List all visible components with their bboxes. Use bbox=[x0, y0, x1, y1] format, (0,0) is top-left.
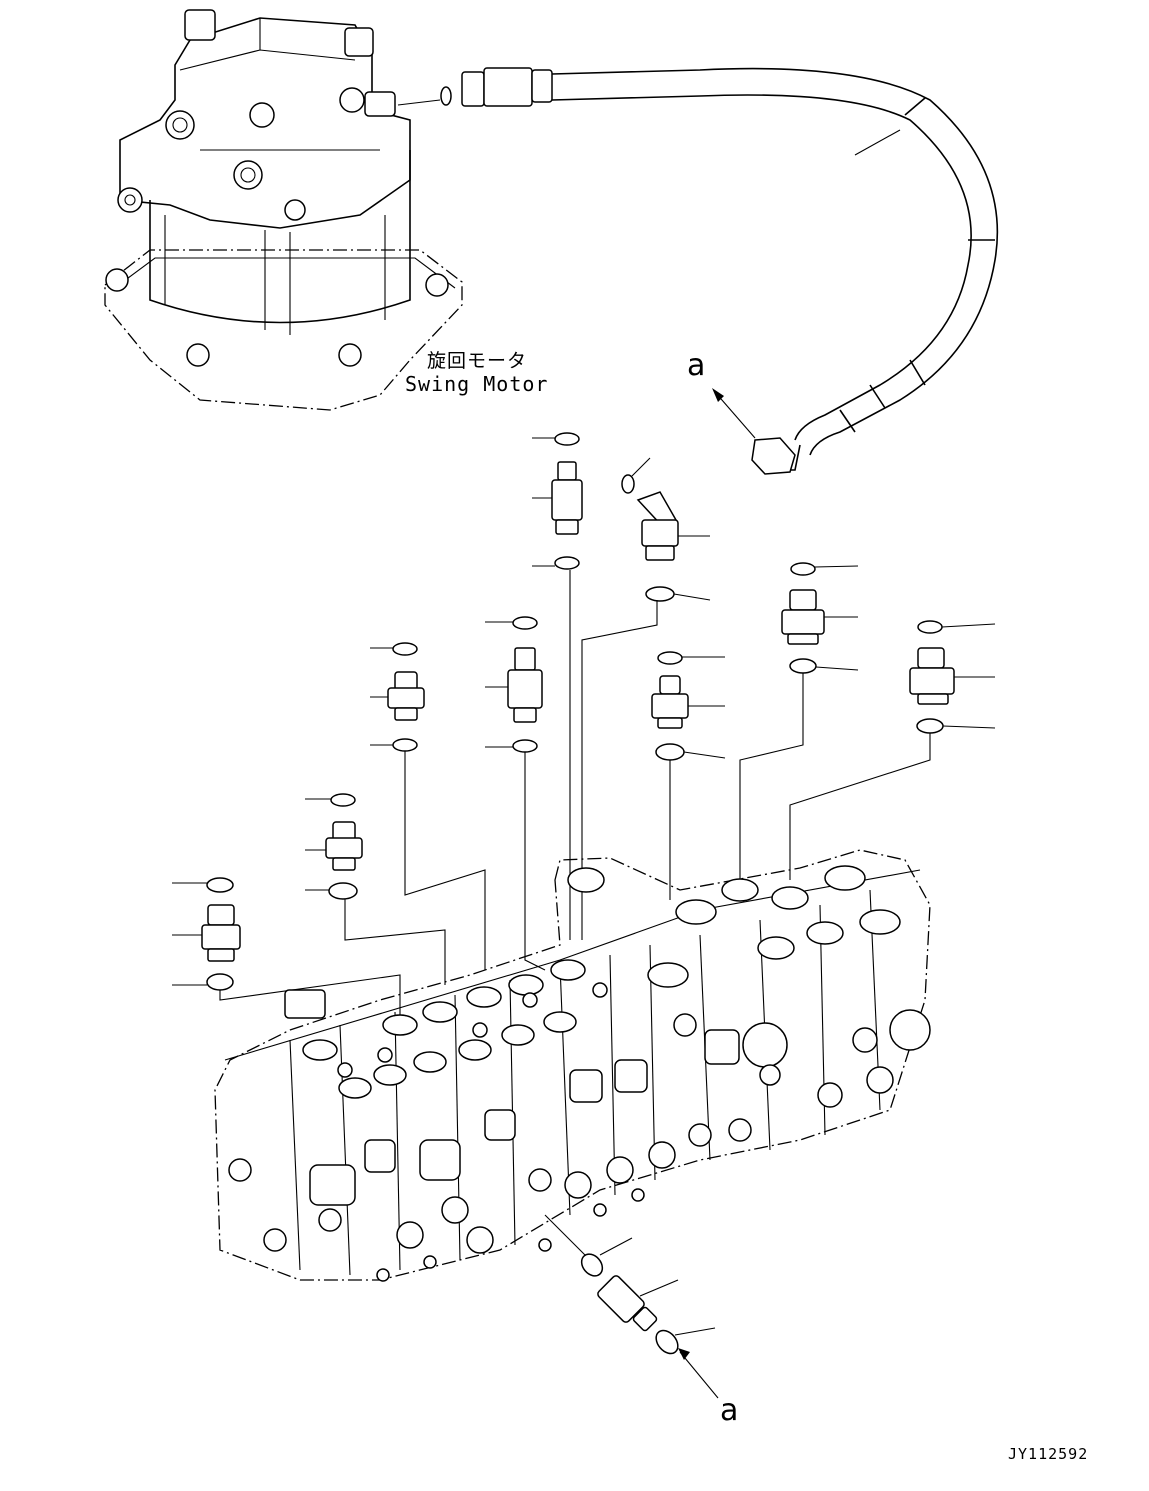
control-valve bbox=[214, 849, 931, 1282]
swing-motor bbox=[104, 9, 463, 411]
reference-a-top: a bbox=[687, 348, 706, 383]
swing-motor-label-jp: 旋回モータ bbox=[427, 350, 528, 372]
reference-a-bottom: a bbox=[720, 1393, 739, 1428]
hydraulic-hose bbox=[461, 67, 999, 475]
drawing-code: JY112592 bbox=[1008, 1445, 1089, 1463]
swing-motor-label-en: Swing Motor bbox=[405, 372, 549, 396]
fittings bbox=[172, 432, 996, 1015]
bottom-connector bbox=[544, 1214, 719, 1399]
